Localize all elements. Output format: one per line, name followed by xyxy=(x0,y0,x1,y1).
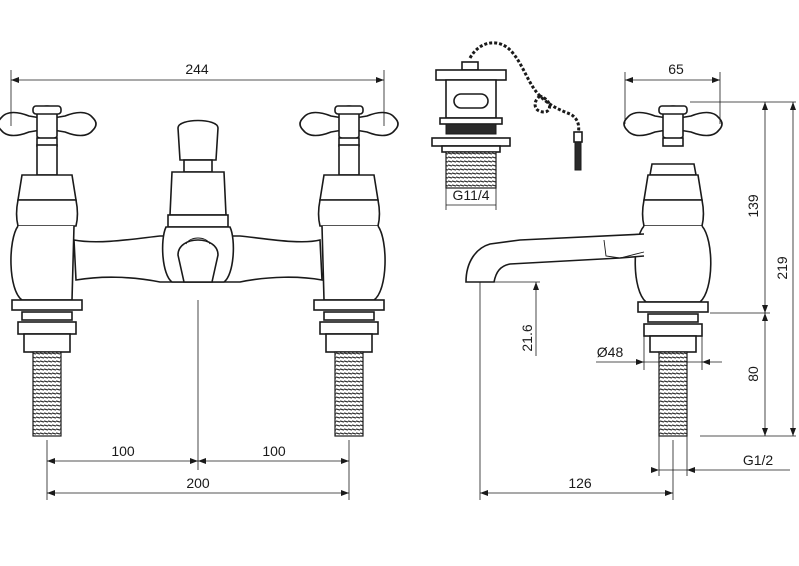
dim-handle-width: 65 xyxy=(668,61,684,77)
right-tap xyxy=(299,105,399,437)
dim-left-spacing: 100 xyxy=(111,443,135,459)
waste-plug: G11/4 xyxy=(431,41,583,210)
left-tap xyxy=(0,105,97,437)
center-spout xyxy=(161,119,235,283)
dim-shank-thread: G1/2 xyxy=(743,452,774,468)
dim-centre-distance: 200 xyxy=(186,475,210,491)
side-view: 65 139 80 219 21.6 Ø48 G1/2 xyxy=(465,61,796,500)
dim-right-spacing: 100 xyxy=(262,443,286,459)
front-view: 244 100 100 200 xyxy=(0,61,399,500)
dim-overall-width: 244 xyxy=(185,61,209,77)
dim-spout-height: 21.6 xyxy=(519,324,535,351)
dim-waste-thread: G11/4 xyxy=(452,187,489,203)
dim-spout-reach: 126 xyxy=(568,475,592,491)
dim-upper-height: 139 xyxy=(745,194,761,218)
dim-base-diameter: Ø48 xyxy=(597,344,624,360)
dim-total-height: 219 xyxy=(774,256,790,280)
dim-shank-length: 80 xyxy=(745,366,761,382)
